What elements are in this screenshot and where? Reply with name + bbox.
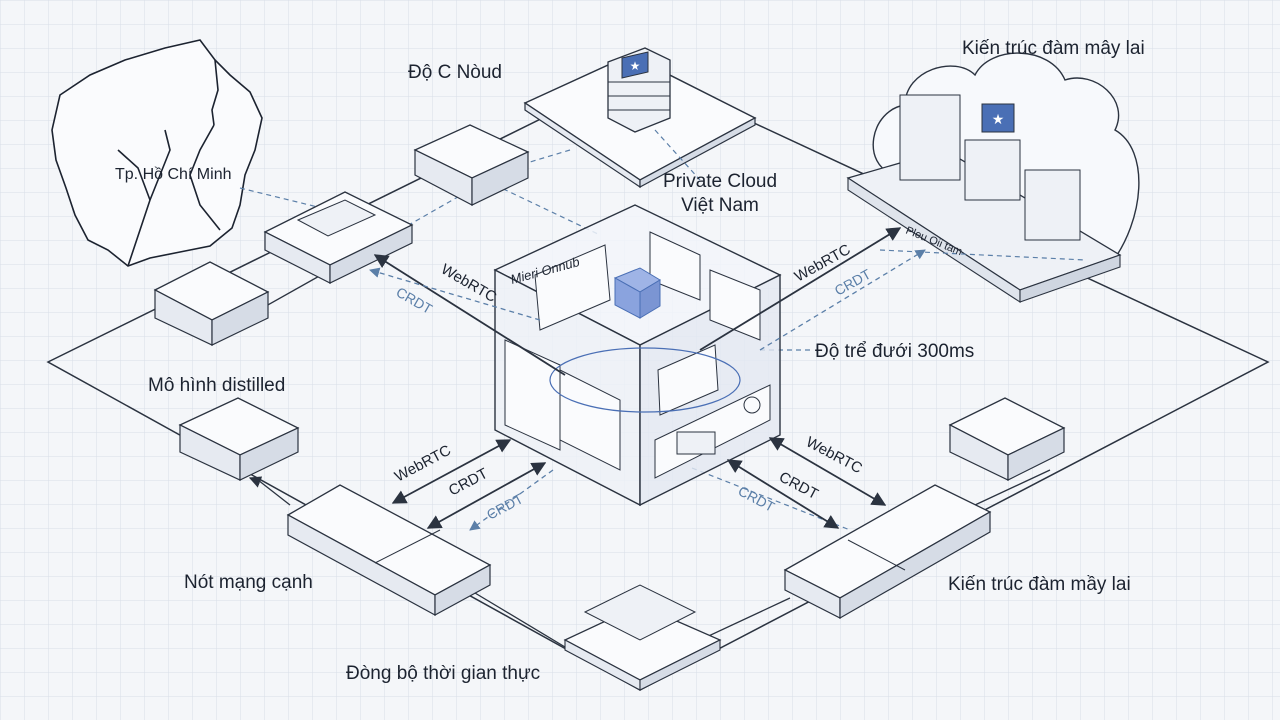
device-node-4 xyxy=(178,397,300,481)
hybrid-cloud-bottom-label: Kiến trúc đàm mầy lai xyxy=(948,574,1131,595)
arrows xyxy=(248,227,926,531)
distilled-model-label: Mô hình distilled xyxy=(148,375,286,396)
svg-text:★: ★ xyxy=(630,59,641,73)
edge-switch-left xyxy=(286,484,492,617)
device-node-3 xyxy=(153,261,270,346)
edge-node-label: Nót mạng cạnh xyxy=(184,572,313,593)
do-c-noud-label: Độ C Nòud xyxy=(408,62,502,83)
device-node-1 xyxy=(413,124,530,206)
realtime-sync-label: Đòng bộ thời gian thực xyxy=(346,663,541,684)
edge-switch-right xyxy=(783,484,992,620)
hybrid-cloud-top-label: Kiến trúc đàm mây lai xyxy=(962,38,1145,59)
hybrid-cloud: ★ xyxy=(846,52,1140,304)
device-node-2 xyxy=(263,191,414,284)
central-cube xyxy=(493,204,782,507)
city-map xyxy=(51,39,263,267)
private-cloud-label: Private Cloud Việt Nam xyxy=(662,171,778,216)
sync-device-bottom xyxy=(563,584,722,691)
svg-text:★: ★ xyxy=(992,112,1005,128)
top-server-platform: ★ xyxy=(523,47,757,189)
city-label: Tp. Hồ Chí Minh xyxy=(115,166,232,183)
latency-label: Độ trể đưới 300ms xyxy=(815,341,975,362)
device-node-5 xyxy=(948,397,1066,481)
